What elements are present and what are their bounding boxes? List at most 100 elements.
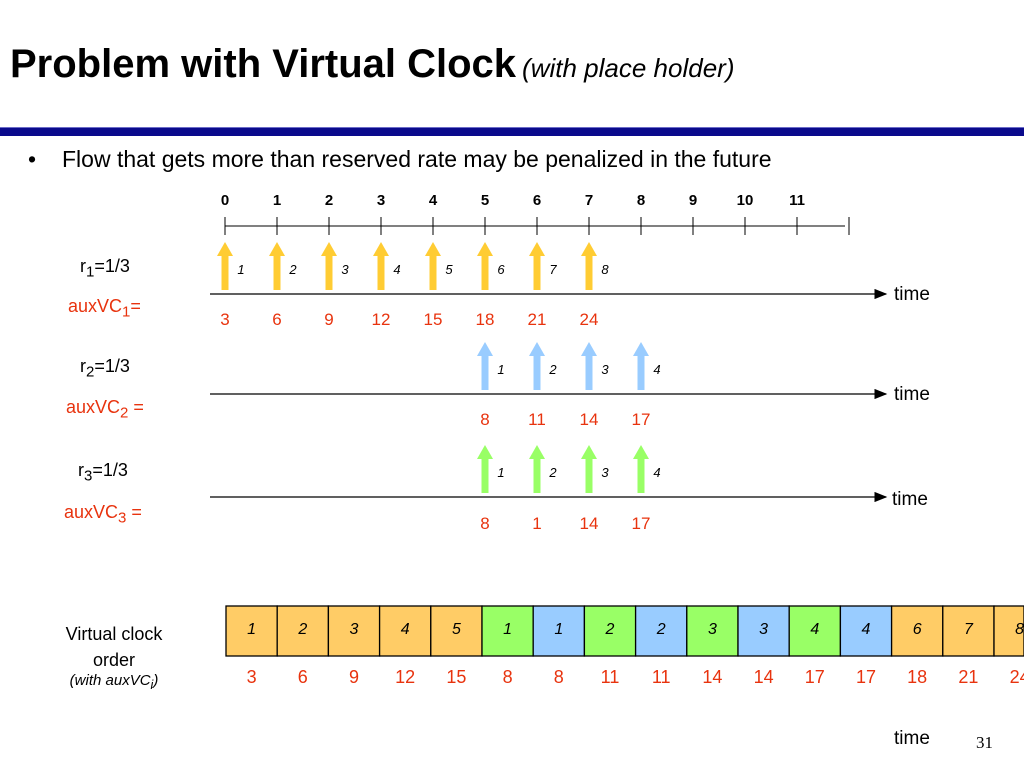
packet-arrow-head [529,445,545,459]
order-cell [378,605,432,657]
aux-vc-value: 24 [579,310,599,329]
packet-arrow-head [425,242,441,256]
order-cell-auxvc: 8 [553,667,564,687]
flow1-time-label: time [894,284,930,305]
packet-number: 1 [237,262,245,277]
aux-vc-value: 15 [423,310,443,329]
flow2-auxvc-label: auxVC2 = [66,397,144,422]
order-cell [634,605,688,657]
tick-label: 4 [428,192,438,209]
aux-vc-value: 18 [475,310,495,329]
packet-number: 4 [653,465,661,480]
tick-label: 3 [376,192,386,209]
flow2-rate-label: r2=1/3 [80,356,130,381]
order-cell-number: 2 [605,621,615,638]
title-main: Problem with Virtual Clock [10,42,517,86]
order-cell [686,605,739,657]
aux-vc-value: 21 [527,310,547,329]
aux-vc-value: 17 [631,410,651,429]
tick-label: 2 [324,192,334,209]
order-cell [532,605,586,657]
order-cell [788,605,842,657]
aux-vc-value: 14 [579,514,599,533]
packet-arrow-head [217,242,233,256]
order-cell-number: 1 [554,621,564,638]
packet-arrow-head [269,242,285,256]
aux-vc-value: 17 [631,514,651,533]
order-cell-auxvc: 17 [804,667,825,687]
packet-number: 2 [549,362,557,377]
order-cell-number: 1 [247,621,257,638]
tick-label: 9 [688,192,698,209]
packet-arrow-head [633,445,649,459]
order-cell-number: 2 [656,621,666,638]
flow2-time-label: time [894,384,930,405]
packet-number: 3 [341,262,349,277]
bullet-text: Flow that gets more than reserved rate m… [62,146,772,172]
aux-vc-value: 1 [532,514,542,533]
packet-number: 3 [601,465,609,480]
order-time-label: time [894,728,930,749]
order-cell-number: 4 [861,621,871,638]
order-cell-auxvc: 8 [502,667,513,687]
order-cell [430,605,483,657]
order-cell-auxvc: 6 [297,667,308,687]
order-cell-auxvc: 3 [246,667,257,687]
title-divider-bar [0,127,1024,136]
packet-number: 3 [601,362,609,377]
tick-label: 0 [220,192,230,209]
tick-label: 5 [480,192,490,209]
order-cell-number: 2 [298,621,308,638]
packet-number: 5 [445,262,453,277]
packet-number: 2 [549,465,557,480]
flow1-auxvc-label: auxVC1= [68,296,141,321]
packet-number: 1 [497,362,505,377]
order-cell-number: 3 [707,621,717,638]
order-cell-number: 4 [810,621,820,638]
order-cell-auxvc: 17 [855,667,877,687]
aux-vc-value: 11 [528,410,546,429]
aux-vc-value: 3 [220,310,230,329]
tick-label: 7 [584,192,594,209]
aux-vc-value: 8 [480,410,490,429]
bullet-point: • Flow that gets more than reserved rate … [28,146,772,173]
tick-label: 11 [789,192,805,209]
packet-number: 4 [393,262,401,277]
order-cell-number: 3 [759,621,769,638]
order-cell-auxvc: 15 [446,667,467,687]
order-cell [481,605,534,657]
packet-arrow-head [321,242,337,256]
order-cell-auxvc: 21 [958,667,979,687]
tick-label: 6 [532,192,542,209]
packet-number: 1 [497,465,505,480]
order-cell-number: 7 [963,621,973,638]
order-cell [583,605,637,657]
packet-arrow-head [529,242,545,256]
packet-arrow-head [477,242,493,256]
packet-arrow-head [477,342,493,356]
order-cell-auxvc: 9 [348,667,360,687]
order-cell-auxvc: 14 [753,667,774,687]
packet-number: 7 [549,262,557,277]
order-cell-auxvc: 24 [1009,667,1024,687]
title-subtitle: (with place holder) [522,53,735,83]
bullet-marker: • [28,146,37,172]
order-cell-number: 3 [349,621,359,638]
order-cell-auxvc: 18 [907,667,928,687]
packet-arrow-head [581,242,597,256]
flow3-auxvc-label: auxVC3 = [64,502,142,527]
order-cell [890,605,944,657]
tick-label: 8 [636,192,646,209]
order-cell-number: 5 [451,621,461,638]
order-cell-auxvc: 11 [651,667,671,687]
aux-vc-value: 8 [480,514,490,533]
order-cell [327,605,381,657]
order-cell-number: 1 [503,621,513,638]
order-cell-number: 4 [400,621,410,638]
order-cell [993,605,1024,657]
packet-arrow-head [529,342,545,356]
tick-label: 10 [736,192,754,209]
page-number: 31 [976,733,993,752]
order-cell-auxvc: 11 [600,667,620,687]
packet-arrow-head [633,342,649,356]
